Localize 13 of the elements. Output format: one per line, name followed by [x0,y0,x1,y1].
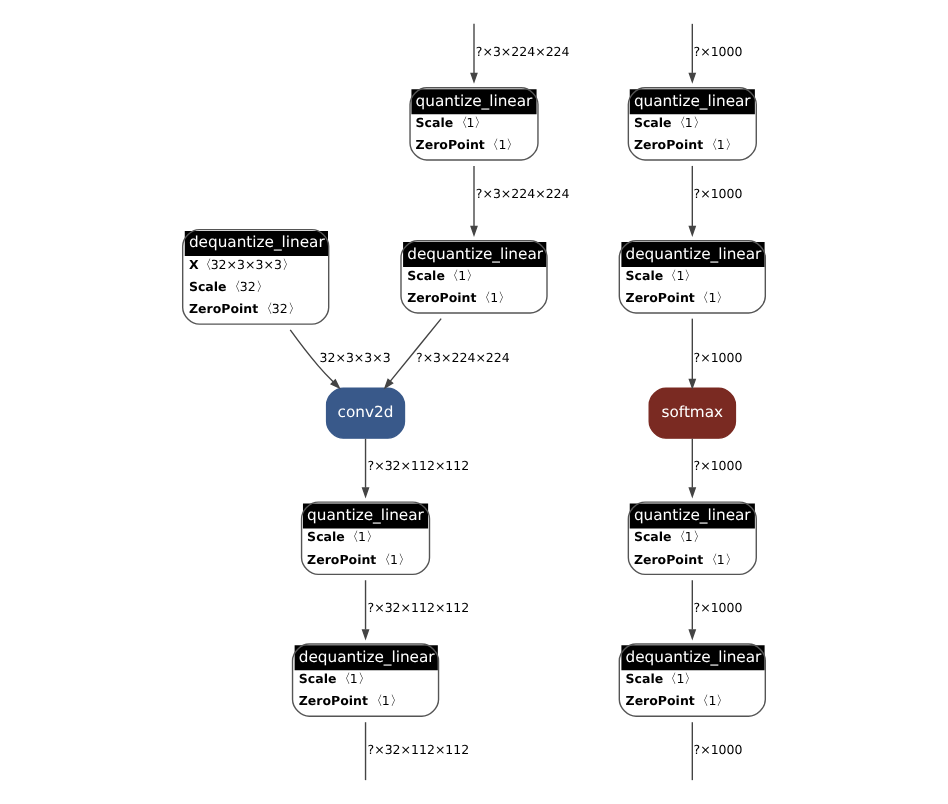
arrow [289,329,341,390]
arrow [361,579,370,641]
arrow [688,23,697,84]
arrow [688,165,697,237]
arrow [688,438,697,499]
arrow [688,317,697,390]
arrow [470,23,478,84]
arrow [688,579,697,641]
arrow [361,438,370,499]
arrow [470,165,478,237]
connector [691,721,693,781]
arrow [383,317,442,390]
connector [364,721,367,781]
